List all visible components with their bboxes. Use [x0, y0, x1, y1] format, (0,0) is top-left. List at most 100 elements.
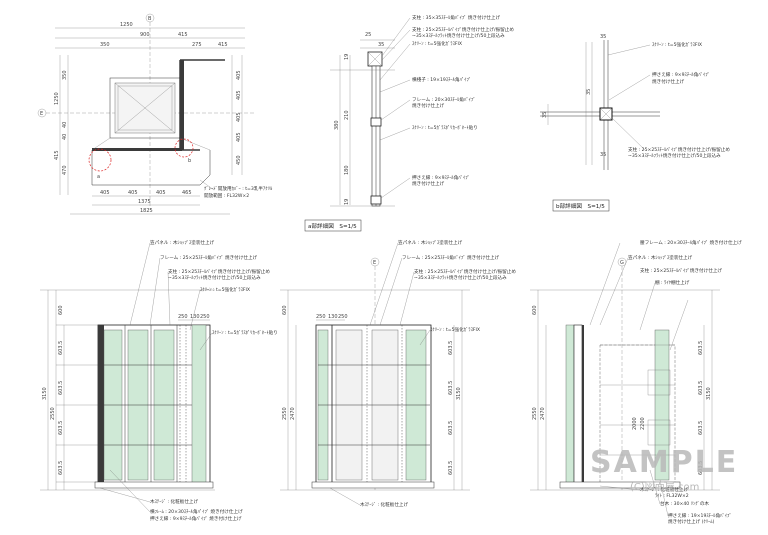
plan-dim-bottom-6: 1825	[140, 208, 153, 214]
elev1-note-1: 笠パネル : 木ｼｮｯﾌﾟｽ塗装仕上げ	[150, 239, 215, 246]
elev1-dim-3: 603.5	[58, 381, 64, 395]
plan-dim-top-1: 1250	[120, 22, 133, 28]
elev2-dim-right-3: 603.5	[448, 421, 454, 435]
elev1-dim-1: 600	[58, 305, 64, 315]
elev3-dims: 600 2550 2470 603.5 603.5 603.5 603.5 31…	[532, 305, 712, 475]
plan-dim-bottom-3: 405	[156, 190, 166, 196]
plan-dim-right-3: 405	[236, 112, 242, 122]
plan-note-2: 開放範囲 : FL32W×2	[204, 192, 249, 199]
plan-dim-right-1: 405	[236, 70, 242, 80]
elev2-note-2: フレーム : 25×25ｽﾁｰﾙ角ﾊﾟｲﾌﾟ 焼き付け仕上げ	[402, 254, 500, 261]
detail-a-note-8: ｽｸﾘｰﾝ : t=5ｶﾞﾗｽﾎﾟﾘｶｰﾎﾞﾈｰﾄ貼り	[412, 124, 478, 131]
detail-b-note-1: ｽｸﾘｰﾝ : t=5強化ｶﾞﾗｽFIX	[652, 41, 702, 48]
plan-dim-left-1: 1250	[54, 92, 60, 105]
elev1-dim-total-2: 2550	[50, 407, 56, 420]
plan-dims-left: 1250 350 40 40 415 470	[54, 70, 68, 175]
elev2-dim-left-1: 600	[282, 305, 288, 315]
detail-a-dim-5: 19	[344, 199, 350, 205]
plan-dim-right-4: 405	[236, 132, 242, 142]
elev2-dim-right-4: 603.5	[448, 461, 454, 475]
elev3-note-1: 腰フレーム : 20×30ｽﾁｰﾙ角ﾊﾟｲﾌﾟ 焼き付け仕上げ	[640, 239, 742, 246]
plan-dim-bottom-2: 405	[128, 190, 138, 196]
plan-dim-left-3: 40	[62, 122, 68, 128]
elev3-dim-left-1: 600	[532, 305, 538, 315]
plan-dim-right-5: 450	[236, 155, 242, 165]
elevation-1: 600 603.5 603.5 603.5 603.5 3150 2550 25…	[40, 239, 278, 522]
detail-b-dim-3: 35	[586, 89, 592, 95]
plan-dim-top-6: 415	[218, 42, 228, 48]
elev3-dim-total: 3150	[706, 387, 712, 400]
plan-dim-top-5: 275	[192, 42, 202, 48]
plan-dim-top-4: 415	[178, 32, 188, 38]
detail-b-notes: ｽｸﾘｰﾝ : t=5強化ｶﾞﾗｽFIX 押さえ縁 : 9×9ｽﾁｰﾙ角ﾊﾟｲﾌ…	[628, 41, 730, 159]
plan-grid-b: B	[148, 16, 152, 22]
elev2-note-1: 笠パネル : 木ｼｮｯﾌﾟｽ塗装仕上げ	[398, 239, 463, 246]
elev3-notes: 腰フレーム : 20×30ｽﾁｰﾙ角ﾊﾟｲﾌﾟ 焼き付け仕上げ 笠パネル : 木…	[628, 239, 742, 525]
elev2-dim-top-2: 130	[328, 314, 338, 320]
detail-b-dim-1: 35	[600, 34, 606, 40]
plan-dim-top-3: 350	[100, 42, 110, 48]
detail-a-note-4: ｽｸﾘｰﾝ : t=5強化ｶﾞﾗｽFIX	[412, 40, 462, 47]
elev1-dim-top-3: 250	[200, 314, 210, 320]
elev1-note-8: 横ﾌﾚｰﾑ : 20×30ｽﾁｰﾙ角ﾊﾟｲﾌﾟ 焼き付け仕上げ	[150, 508, 243, 515]
watermark-subtext: (C)図面屋.com	[630, 481, 699, 493]
detail-a-dim-1: 19	[344, 54, 350, 60]
elev1-dim-top-2: 130	[190, 314, 200, 320]
elev1-dim-total-1: 3150	[42, 387, 48, 400]
elev3-dim-right-3: 603.5	[698, 421, 704, 435]
plan-dim-left-4: 40	[62, 134, 68, 140]
elev2-note-5: ｽｸﾘｰﾝ : t=5強化ｶﾞﾗｽFIX	[430, 326, 480, 333]
detail-a-note-7: 焼き付け仕上げ	[412, 102, 445, 109]
detail-a-notes: 支柱 : 35×35ｽﾁｰﾙ角ﾊﾟｲﾌﾟ 焼き付け仕上げ 支柱 : 25×25ｽ…	[412, 14, 514, 187]
plan-dim-bottom-5: 1375	[138, 199, 151, 205]
elev3-note-4: 支柱 : 25×25ｽﾁｰﾙﾊﾟｲﾌﾟ焼き付け仕上げ	[640, 267, 722, 274]
detail-a-note-3: ~35×3ｽﾁｰﾙﾌﾗｯﾄ焼き付け仕上げ/50上段込み	[412, 32, 505, 39]
elev2-dim-left-3: 2470	[290, 407, 296, 420]
plan-dims-right: 405 405 405 405 450	[236, 70, 242, 165]
elev1-note-9: 押さえ縁 : 9×9ｽﾁｰﾙ角ﾊﾟｲﾌﾟ 焼き付け仕上げ	[150, 515, 242, 522]
plan-view: 1250 900 350 415 275 415 B E 1250 350 40…	[37, 13, 273, 215]
elev1-note-5: ｽｸﾘｰﾝ : t=5強化ｶﾞﾗｽFIX	[200, 286, 250, 293]
plan-dim-right-2: 405	[236, 90, 242, 100]
elev2-dim-total: 3150	[456, 387, 462, 400]
detail-a-dim-top-2: 35	[378, 42, 384, 48]
elev2-grid-mark: E	[373, 260, 376, 266]
detail-a-dim-top-1: 25	[365, 32, 371, 38]
elev1-note-3: 支柱 : 25×25ｽﾁｰﾙﾊﾟｲﾌﾟ焼き付け仕上げ/振留止め	[168, 268, 270, 275]
detail-a-note-6: フレーム : 20×30ｽﾁｰﾙ角ﾊﾟｲﾌﾟ	[412, 96, 476, 103]
detail-a-dim-4: 180	[344, 165, 350, 175]
detail-b-note-2: 押さえ縁 : 9×9ｽﾁｰﾙ角ﾊﾟｲﾌﾟ	[652, 71, 710, 78]
elev3-note-2: 笠パネル : 木ｼｮｯﾌﾟｽ塗装仕上げ	[628, 254, 693, 261]
elevation-2: E 600 2550 2470 603.5 603.5 603.5 603.5 …	[280, 239, 516, 508]
elev3-grid-mark: G	[620, 260, 624, 266]
detail-b: 35 35 35 35 ｽｸﾘｰﾝ : t=5強化ｶﾞﾗｽFIX 押さえ縁 : …	[540, 34, 730, 212]
elev1-note-7: 木ｽﾃｰｼﾞ : 化粧板仕上げ	[150, 498, 199, 505]
elev1-dim-top-1: 250	[178, 314, 188, 320]
elev3-note-5: 木ｽﾃｰｼﾞ : 化粧板仕上げ	[640, 486, 689, 493]
elev3-dim-left-2: 2550	[532, 407, 538, 420]
elev1-dims-top: 250 130 250	[178, 314, 210, 321]
elev2-note-3: 支柱 : 25×25ｽﾁｰﾙﾊﾟｲﾌﾟ焼き付け仕上げ/振留止め	[414, 268, 516, 275]
plan-dim-left-5: 415	[54, 150, 60, 160]
elev2-note-4: ~35×3ｽﾁｰﾙﾌﾗｯﾄ焼き付け仕上げ/50上段込み	[414, 274, 507, 281]
watermark: SAMPLE (C)図面屋.com	[590, 445, 736, 493]
plan-dim-bottom-4: 465	[182, 190, 192, 196]
detail-b-dims: 35 35 35 35	[542, 34, 606, 158]
plan-dim-left-2: 350	[62, 70, 68, 80]
elev1-note-6: ｽｸﾘｰﾝ : t=5ｶﾞﾗｽﾎﾟﾘｶｰﾎﾞﾈｰﾄ貼り	[212, 329, 278, 336]
elev2-dim-top-1: 250	[316, 314, 326, 320]
elev2-notes: 笠パネル : 木ｼｮｯﾌﾟｽ塗装仕上げ フレーム : 25×25ｽﾁｰﾙ角ﾊﾟｲ…	[360, 239, 516, 508]
detail-a: 19 380 210 180 19 25 35 支柱 : 35×35ｽﾁｰﾙ角ﾊ…	[304, 14, 514, 232]
plan-grid-e: E	[40, 111, 43, 117]
plan-dim-bottom-1: 405	[100, 190, 110, 196]
detail-a-dim-2: 380	[334, 120, 340, 130]
elev3-dim-right-2: 603.5	[698, 381, 704, 395]
plan-dim-left-6: 470	[62, 165, 68, 175]
detail-b-note-4: 支柱 : 25×25ｽﾁｰﾙﾊﾟｲﾌﾟ焼き付け仕上げ/振留止め	[628, 146, 730, 153]
elev1-dim-4: 603.5	[58, 421, 64, 435]
plan-callout-b: b	[188, 158, 191, 164]
elev1-dim-2: 603.5	[58, 341, 64, 355]
elev3-dim-right-4: 603.5	[698, 461, 704, 475]
elevation-3: G 600 2550 2470 603.5 603.5 603.5 603.5 …	[530, 239, 742, 525]
